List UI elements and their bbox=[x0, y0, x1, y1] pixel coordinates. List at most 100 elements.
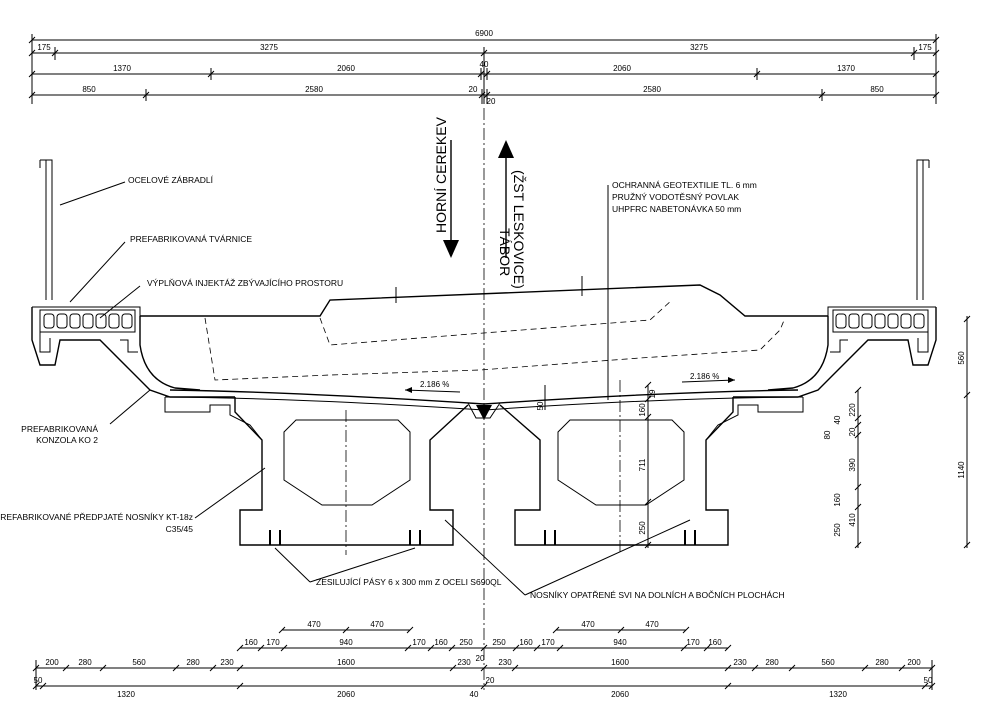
dim-1140: 1140 bbox=[957, 461, 966, 479]
dim-850-left: 850 bbox=[82, 85, 96, 94]
dim-b-940-1: 940 bbox=[339, 638, 353, 647]
top-dimension-lines: 6900 175 3275 3275 175 1370 2060 40 2060… bbox=[28, 29, 940, 106]
direction-arrows: HORNÍ CEREKEV TÁBOR (ŽST LESKOVICE) bbox=[433, 116, 527, 288]
label-layer-3: UHPFRC NABETONÁVKA 50 mm bbox=[612, 204, 741, 214]
dim-d-40: 40 bbox=[470, 690, 479, 699]
dim-d-2060-1: 2060 bbox=[337, 690, 355, 699]
dim-1370-left: 1370 bbox=[113, 64, 131, 73]
arrow-up-icon bbox=[498, 140, 514, 158]
dim-470-d: 470 bbox=[645, 620, 659, 629]
label-blocks: PREFABRIKOVANÁ TVÁRNICE bbox=[130, 234, 252, 244]
dim-c-560-2: 560 bbox=[821, 658, 835, 667]
label-injection: VÝPLŇOVÁ INJEKTÁŽ ZBÝVAJÍCÍHO PROSTORU bbox=[147, 278, 343, 288]
dim-c-280-1: 280 bbox=[78, 658, 92, 667]
dim-b-250-1: 250 bbox=[459, 638, 473, 647]
dim-160-girder: 160 bbox=[638, 403, 647, 417]
label-girders-1: PREFABRIKOVANÉ PŘEDPJATÉ NOSNÍKY KT-18z bbox=[0, 512, 193, 522]
slope-right: 2.186 % bbox=[690, 372, 719, 381]
dim-40: 40 bbox=[480, 60, 489, 69]
label-coated: NOSNÍKY OPATŘENÉ SVI NA DOLNÍCH A BOČNÍC… bbox=[530, 590, 785, 600]
dim-c-230-2: 230 bbox=[457, 658, 471, 667]
dim-250-right: 250 bbox=[833, 523, 842, 537]
right-vertical-dims: 560 1140 220 40 80 20 390 160 410 250 bbox=[823, 315, 971, 549]
dim-b-170-4: 170 bbox=[686, 638, 700, 647]
bottom-dimension-lines: 470 470 470 470 160 170 940 170 160 250 … bbox=[32, 620, 936, 699]
direction-horni-cerekev: HORNÍ CEREKEV bbox=[433, 116, 449, 233]
dim-3275-right: 3275 bbox=[690, 43, 708, 52]
dim-470-a: 470 bbox=[307, 620, 321, 629]
dim-20-lower: 20 bbox=[487, 97, 496, 106]
dim-c-20: 20 bbox=[476, 654, 485, 663]
dim-b-170-2: 170 bbox=[412, 638, 426, 647]
dim-c-1600-1: 1600 bbox=[337, 658, 355, 667]
dim-80: 80 bbox=[823, 430, 832, 439]
label-layer-1: OCHRANNÁ GEOTEXTILIE TL. 6 mm bbox=[612, 180, 757, 190]
dim-3275-left: 3275 bbox=[260, 43, 278, 52]
dim-220: 220 bbox=[848, 403, 857, 417]
girder-height-dims: 19 160 711 250 50 bbox=[536, 381, 657, 549]
dim-20-right: 20 bbox=[848, 427, 857, 436]
dim-390: 390 bbox=[848, 458, 857, 472]
dim-470-c: 470 bbox=[581, 620, 595, 629]
dim-c-1600-2: 1600 bbox=[611, 658, 629, 667]
dim-711: 711 bbox=[638, 458, 647, 471]
dim-b-940-2: 940 bbox=[613, 638, 627, 647]
dim-d-2060-2: 2060 bbox=[611, 690, 629, 699]
dim-b-160-4: 160 bbox=[708, 638, 722, 647]
dim-b-160-3: 160 bbox=[519, 638, 533, 647]
dim-175-right: 175 bbox=[918, 43, 932, 52]
dim-c-230-1: 230 bbox=[220, 658, 234, 667]
dim-c-560-1: 560 bbox=[132, 658, 146, 667]
dim-850-right: 850 bbox=[870, 85, 884, 94]
dim-175-left: 175 bbox=[37, 43, 51, 52]
slope-left: 2.186 % bbox=[420, 380, 449, 389]
dim-250-girder: 250 bbox=[638, 521, 647, 535]
dim-d-50-1: 50 bbox=[34, 676, 43, 685]
dim-410: 410 bbox=[848, 513, 857, 527]
dim-1370-right: 1370 bbox=[837, 64, 855, 73]
dim-160-right: 160 bbox=[833, 493, 842, 507]
dim-560: 560 bbox=[957, 351, 966, 365]
dim-c-200-2: 200 bbox=[907, 658, 921, 667]
dim-2060-right: 2060 bbox=[613, 64, 631, 73]
dim-2580-left: 2580 bbox=[305, 85, 323, 94]
label-railing: OCELOVÉ ZÁBRADLÍ bbox=[128, 175, 214, 185]
dim-c-200-1: 200 bbox=[45, 658, 59, 667]
deck-structure bbox=[31, 276, 937, 470]
dim-c-280-2: 280 bbox=[186, 658, 200, 667]
label-strips: ZESILUJÍCÍ PÁSY 6 x 300 mm Z OCELI S690Q… bbox=[316, 577, 502, 587]
label-console-1: PREFABRIKOVANÁ bbox=[21, 424, 98, 434]
label-console-2: KONZOLA KO 2 bbox=[36, 435, 98, 445]
dim-d-1320-2: 1320 bbox=[829, 690, 847, 699]
dim-470-b: 470 bbox=[370, 620, 384, 629]
dim-c-230-4: 230 bbox=[733, 658, 747, 667]
slope-markers: 2.186 % 2.186 % bbox=[404, 372, 736, 393]
dim-19: 19 bbox=[648, 389, 657, 398]
dim-c-280-4: 280 bbox=[875, 658, 889, 667]
railings bbox=[39, 159, 930, 300]
dim-b-250-2: 250 bbox=[492, 638, 506, 647]
dim-b-170-3: 170 bbox=[541, 638, 555, 647]
dim-b-170-1: 170 bbox=[266, 638, 280, 647]
dim-40-right: 40 bbox=[833, 415, 842, 424]
dim-2580-right: 2580 bbox=[643, 85, 661, 94]
dim-20-upper: 20 bbox=[469, 85, 478, 94]
dim-b-160-2: 160 bbox=[434, 638, 448, 647]
dim-centre-20: 20 bbox=[486, 676, 495, 685]
girders bbox=[234, 380, 734, 555]
label-girders-2: C35/45 bbox=[166, 524, 194, 534]
direction-tabor: TÁBOR bbox=[497, 228, 513, 276]
dim-d-50-2: 50 bbox=[924, 676, 933, 685]
arrow-down-icon bbox=[443, 240, 459, 258]
direction-zst-leskovice: (ŽST LESKOVICE) bbox=[511, 170, 527, 289]
label-layer-2: PRUŽNÝ VODOTĚSNÝ POVLAK bbox=[612, 192, 739, 202]
dim-b-160-1: 160 bbox=[244, 638, 258, 647]
dim-d-1320-1: 1320 bbox=[117, 690, 135, 699]
dim-2060-left: 2060 bbox=[337, 64, 355, 73]
dim-c-230-3: 230 bbox=[498, 658, 512, 667]
dim-c-280-3: 280 bbox=[765, 658, 779, 667]
dim-total-width: 6900 bbox=[475, 29, 493, 38]
dim-50: 50 bbox=[536, 401, 545, 410]
annotations: OCELOVÉ ZÁBRADLÍ PREFABRIKOVANÁ TVÁRNICE… bbox=[0, 175, 785, 600]
